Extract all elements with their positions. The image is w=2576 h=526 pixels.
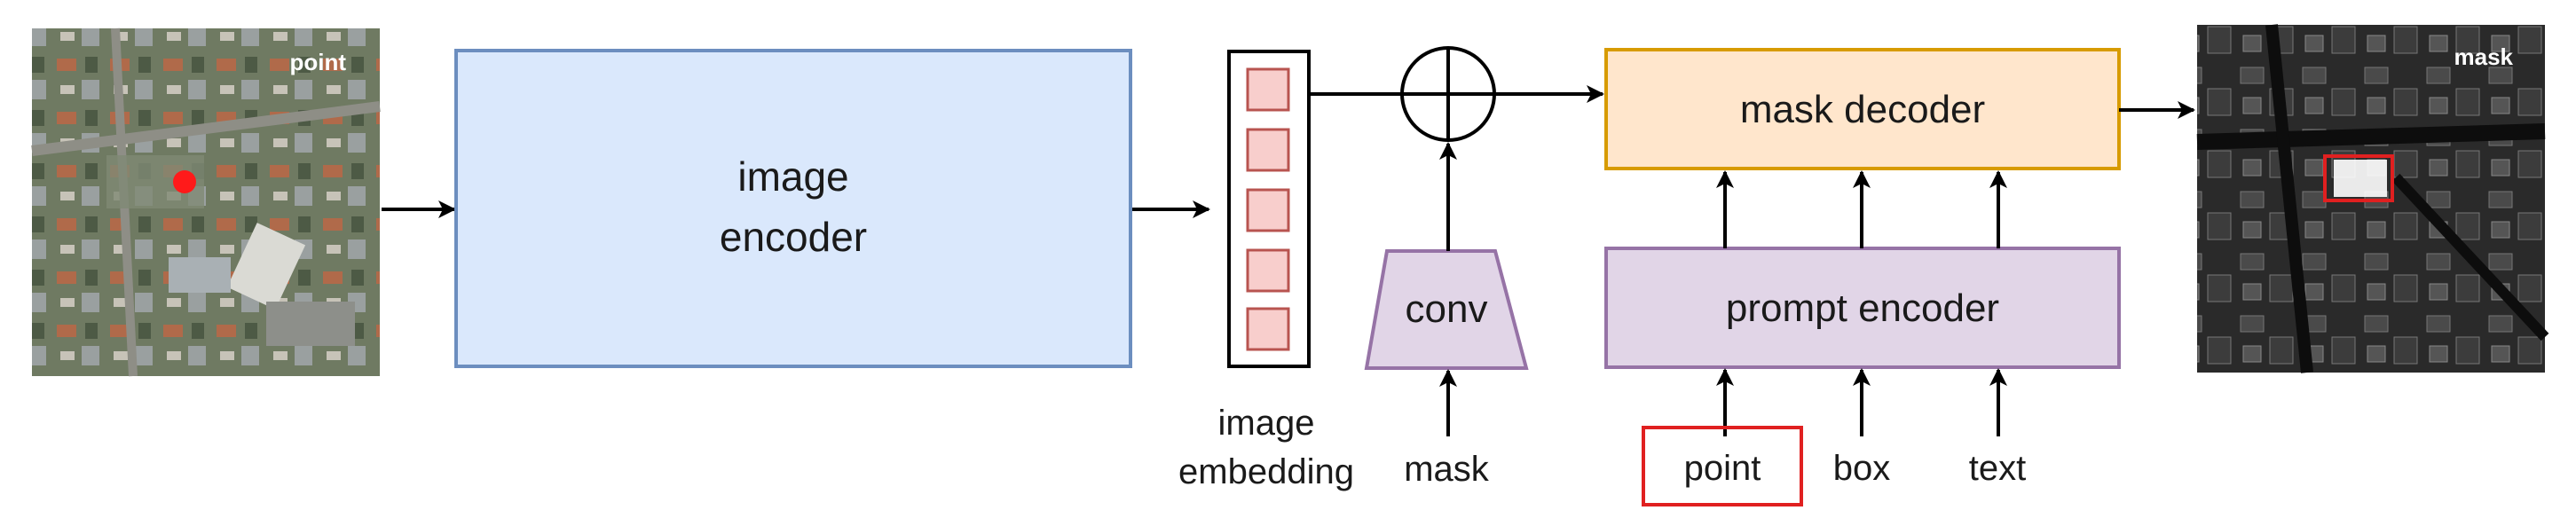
embedding-cell bbox=[1246, 188, 1290, 232]
embedding-cell bbox=[1246, 307, 1290, 351]
prompt-encoder-label: prompt encoder bbox=[1726, 287, 1999, 330]
mask-input-label: mask bbox=[1404, 450, 1490, 489]
prompt-box-label: box bbox=[1833, 449, 1891, 488]
conv-block: conv bbox=[1364, 249, 1529, 370]
image-embedding-label-line1: image bbox=[1218, 404, 1315, 443]
mask-highlight-box bbox=[2323, 154, 2394, 202]
mask-decoder-label: mask decoder bbox=[1740, 88, 1985, 131]
image-encoder-label-line2: encoder bbox=[720, 214, 867, 260]
point-prompt-highlight-box bbox=[1642, 426, 1803, 506]
input-aerial-image: point bbox=[31, 27, 381, 377]
embedding-cell bbox=[1246, 128, 1290, 172]
image-embedding-block: image embedding bbox=[1178, 50, 1354, 491]
input-image-caption: point bbox=[289, 49, 346, 75]
image-encoder-block: image encoder bbox=[454, 49, 1132, 368]
sum-operator-icon bbox=[1400, 46, 1496, 142]
image-embedding-label-line2: embedding bbox=[1178, 452, 1354, 491]
output-mask-image: mask bbox=[2196, 24, 2549, 373]
prompt-text-label: text bbox=[1969, 449, 2026, 488]
embedding-cell bbox=[1246, 248, 1290, 293]
prompt-encoder-block: prompt encoder bbox=[1604, 247, 2121, 369]
image-encoder-label-line1: image bbox=[737, 153, 848, 200]
embedding-cell bbox=[1246, 67, 1290, 112]
mask-decoder-block: mask decoder bbox=[1604, 48, 2121, 170]
point-prompt-marker bbox=[173, 170, 196, 193]
conv-label: conv bbox=[1406, 287, 1488, 331]
output-image-caption: mask bbox=[2454, 43, 2514, 70]
prompt-point-label: point bbox=[1684, 449, 1761, 488]
